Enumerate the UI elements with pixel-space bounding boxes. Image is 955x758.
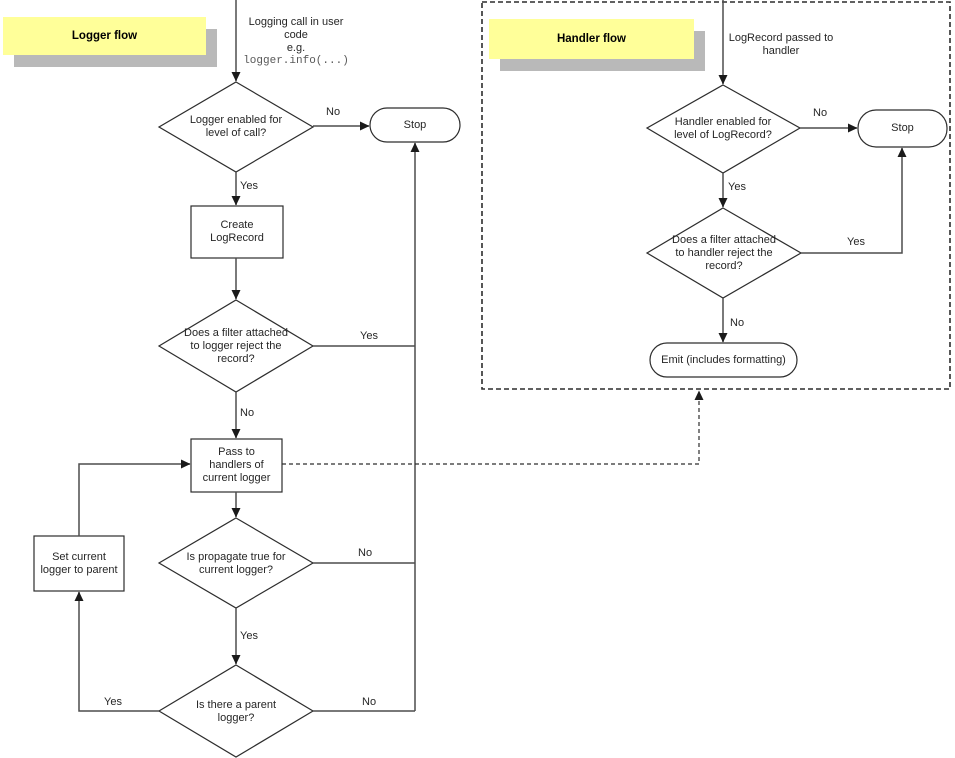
create-logrecord-box: [190, 205, 284, 259]
handler-flow-title: Handler flow: [556, 33, 626, 45]
propagate-label: Is propagate true for current logger?: [186, 550, 286, 576]
set-parent-label: Set current logger to parent: [40, 550, 118, 576]
edge-parent-yes-to-setparent: [74, 591, 159, 712]
propagate-no-label: No: [358, 547, 373, 559]
parent-diamond: [157, 664, 315, 758]
emit-label: Emit (includes formatting): [661, 353, 786, 366]
edge-hfilter-yes-to-hstop: [801, 147, 907, 254]
pass-handlers-label: Pass to handlers of current logger: [202, 446, 271, 484]
parent-yes-label: Yes: [104, 696, 122, 708]
parent-question-label: Is there a parent logger?: [195, 698, 277, 724]
logger-enabled-yes-label: Yes: [240, 180, 258, 192]
logger-filter-yes-label: Yes: [360, 330, 378, 342]
handler-enabled-label: Handler enabled for level of LogRecord?: [674, 115, 772, 141]
handler-filter-yes-label: Yes: [847, 236, 865, 248]
propagate-yes-label: Yes: [240, 630, 258, 642]
logger-enabled-no-label: No: [326, 106, 341, 118]
pass-handlers-box: [190, 438, 283, 493]
edge-setparent-to-pass: [78, 459, 191, 536]
edge-pass-to-handlerflow-dashed: [282, 390, 704, 465]
parent-no-label: No: [362, 696, 377, 708]
handler-note: [489, 19, 694, 59]
handler-stop-label: Stop: [891, 122, 914, 134]
logger-stop-label: Stop: [403, 118, 427, 131]
logger-enabled-label: Logger enabled for level of call?: [189, 114, 283, 139]
create-logrecord-label: Create LogRecord: [210, 219, 264, 244]
handler-flow-boundary: [481, 1, 951, 390]
logger-filter-no-label: No: [240, 407, 255, 419]
logger-flow-title: Logger flow: [71, 30, 138, 42]
handler-enabled-no-label: No: [813, 107, 828, 119]
usercode-start-label: Logging call in user code e.g.: [248, 15, 344, 54]
logger-note: [3, 17, 206, 55]
handler-enabled-yes-label: Yes: [728, 181, 746, 193]
usercode-code-label: logger.info(...): [243, 55, 349, 67]
logger-stop-shape: [369, 107, 461, 143]
logger-filter-label: Does a filter attached to logger reject …: [184, 326, 288, 365]
handler-filter-label: Does a filter attached to handler reject…: [672, 233, 776, 272]
handler-filter-no-label: No: [730, 317, 745, 329]
handler-stop-shape: [857, 109, 948, 148]
emit-shape: [649, 342, 798, 378]
logrecord-start-label: LogRecord passed to handler: [728, 32, 834, 57]
